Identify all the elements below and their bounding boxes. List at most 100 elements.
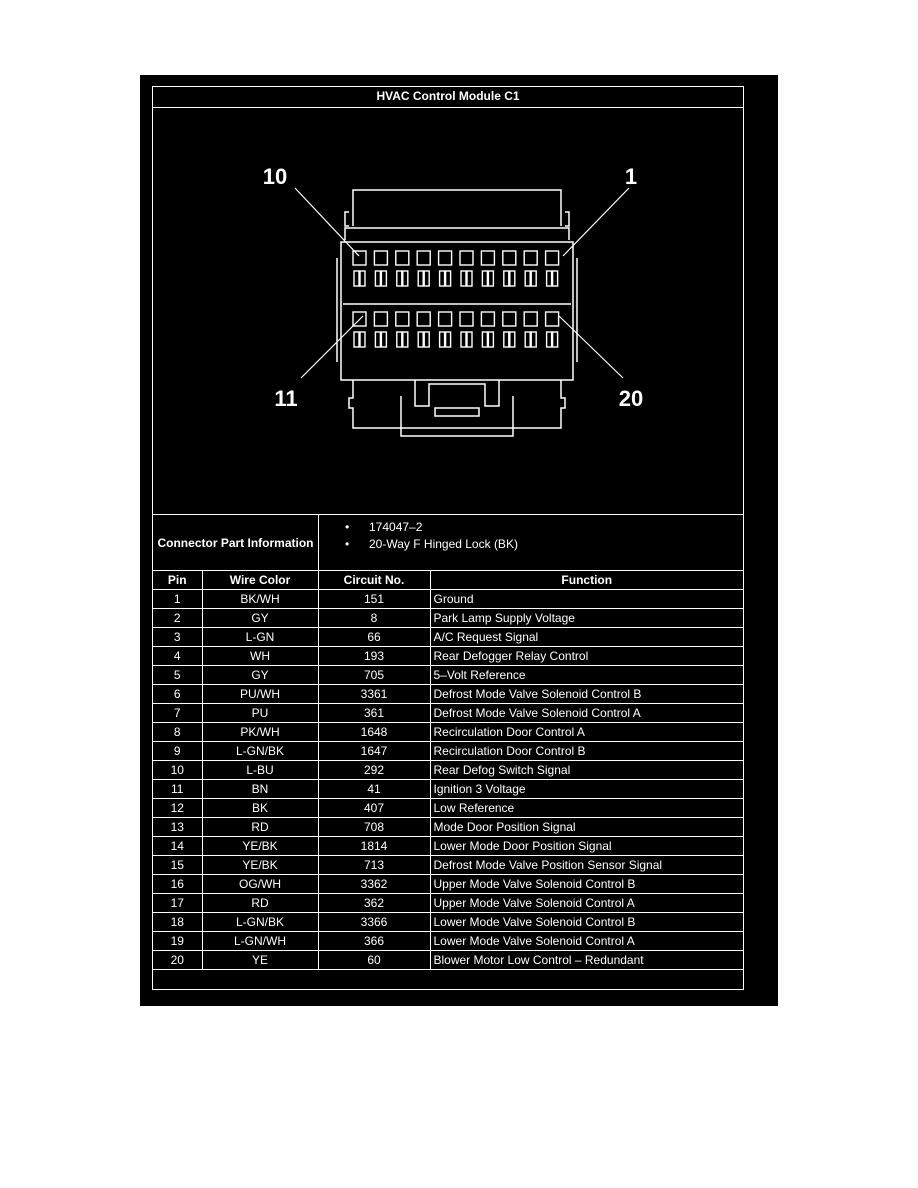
cavity bbox=[459, 250, 474, 266]
circuit-cell: 1647 bbox=[317, 741, 431, 761]
pin-cell: 18 bbox=[153, 912, 203, 932]
circuit-cell: 708 bbox=[317, 817, 431, 837]
cavity bbox=[417, 270, 424, 287]
cavity bbox=[444, 270, 452, 287]
pin-cell: 7 bbox=[153, 703, 203, 723]
pin-cell: 8 bbox=[153, 722, 203, 742]
cavity bbox=[545, 331, 553, 348]
document-sheet: HVAC Control Module C1 bbox=[140, 75, 778, 1006]
header-circuit-no: Circuit No. bbox=[317, 571, 431, 590]
function-cell: Lower Mode Door Position Signal bbox=[429, 836, 743, 856]
cavity bbox=[438, 270, 446, 287]
function-cell: Blower Motor Low Control – Redundant bbox=[429, 950, 743, 970]
cavity bbox=[524, 331, 531, 348]
wire-color-cell: PK/WH bbox=[201, 722, 319, 742]
circuit-cell: 407 bbox=[317, 798, 431, 818]
cavity bbox=[402, 331, 409, 348]
function-cell: 5–Volt Reference bbox=[429, 665, 743, 685]
circuit-cell: 292 bbox=[317, 760, 431, 780]
circuit-cell: 151 bbox=[317, 589, 431, 609]
circuit-cell: 3366 bbox=[317, 912, 431, 932]
circuit-cell: 1648 bbox=[317, 722, 431, 742]
connector-part-info: Connector Part Information • 174047–2 • … bbox=[153, 515, 743, 571]
cavity bbox=[353, 331, 360, 348]
wire-color-cell: YE bbox=[201, 950, 319, 970]
callout-11: 11 bbox=[274, 386, 297, 411]
function-cell: Rear Defogger Relay Control bbox=[429, 646, 743, 666]
circuit-cell: 362 bbox=[317, 893, 431, 913]
cavity bbox=[466, 270, 473, 287]
pin-cell: 12 bbox=[153, 798, 203, 818]
cavity bbox=[380, 270, 388, 287]
pin-cavities bbox=[352, 250, 560, 348]
cavity bbox=[416, 250, 431, 266]
cavity bbox=[551, 331, 559, 348]
circuit-cell: 3362 bbox=[317, 874, 431, 894]
circuit-cell: 60 bbox=[317, 950, 431, 970]
cavity bbox=[545, 270, 553, 287]
function-cell: Recirculation Door Control B bbox=[429, 741, 743, 761]
callout-20: 20 bbox=[619, 386, 643, 411]
wire-color-cell: L-GN/WH bbox=[201, 931, 319, 951]
cavity bbox=[524, 270, 531, 287]
function-cell: Defrost Mode Valve Position Sensor Signa… bbox=[429, 855, 743, 875]
cavity bbox=[352, 250, 367, 266]
cavity bbox=[502, 250, 517, 266]
function-cell: Defrost Mode Valve Solenoid Control A bbox=[429, 703, 743, 723]
cavity bbox=[502, 311, 517, 327]
cavity bbox=[460, 331, 467, 348]
cavity bbox=[437, 250, 453, 266]
cavity bbox=[487, 331, 495, 348]
lower-body bbox=[348, 380, 566, 429]
cavity bbox=[480, 311, 496, 327]
function-cell: Ground bbox=[429, 589, 743, 609]
cavity bbox=[551, 270, 559, 287]
cavity bbox=[544, 311, 560, 327]
cavity bbox=[480, 250, 496, 266]
cavity bbox=[544, 250, 560, 266]
function-cell: Lower Mode Valve Solenoid Control A bbox=[429, 931, 743, 951]
wire-color-cell: YE/BK bbox=[201, 836, 319, 856]
pin-cell: 13 bbox=[153, 817, 203, 837]
cavity bbox=[374, 270, 382, 287]
pin-cell: 1 bbox=[153, 589, 203, 609]
cavity bbox=[459, 311, 474, 327]
wire-color-cell: PU/WH bbox=[201, 684, 319, 704]
cavity bbox=[438, 331, 446, 348]
top-latch bbox=[352, 189, 562, 226]
cavity bbox=[523, 250, 538, 266]
function-cell: Low Reference bbox=[429, 798, 743, 818]
cavity bbox=[395, 311, 410, 327]
circuit-cell: 705 bbox=[317, 665, 431, 685]
cavity bbox=[466, 331, 473, 348]
circuit-cell: 41 bbox=[317, 779, 431, 799]
function-cell: Upper Mode Valve Solenoid Control B bbox=[429, 874, 743, 894]
connector-title: HVAC Control Module C1 bbox=[153, 87, 743, 108]
connector-face-drawing: 10 1 11 20 bbox=[263, 164, 643, 437]
cavity bbox=[503, 270, 510, 287]
wire-color-cell: GY bbox=[201, 665, 319, 685]
callout-line-1 bbox=[562, 187, 630, 257]
circuit-cell: 713 bbox=[317, 855, 431, 875]
wire-color-cell: L-GN bbox=[201, 627, 319, 647]
header-wire-color: Wire Color bbox=[201, 571, 319, 590]
wire-color-cell: OG/WH bbox=[201, 874, 319, 894]
cavity bbox=[503, 331, 510, 348]
header-function: Function bbox=[429, 571, 743, 590]
function-cell: Mode Door Position Signal bbox=[429, 817, 743, 837]
circuit-cell: 193 bbox=[317, 646, 431, 666]
circuit-cell: 361 bbox=[317, 703, 431, 723]
